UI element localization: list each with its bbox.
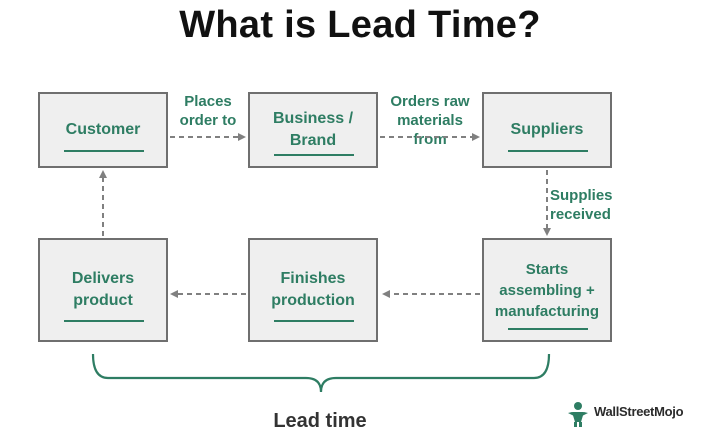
- supplies-received-label: Supplies received: [550, 187, 613, 223]
- business-underline: [274, 154, 354, 156]
- delivers-box: Delivers product: [38, 238, 168, 342]
- assembling-box: Starts assembling + manufacturing: [482, 238, 612, 342]
- suppliers-underline: [508, 150, 588, 152]
- assembling-label: Starts assembling + manufacturing: [494, 260, 600, 320]
- business-box: Business / Brand: [248, 92, 378, 168]
- logo-text: WallStreetMojo: [594, 403, 684, 419]
- suppliers-label: Suppliers: [510, 121, 584, 138]
- finishes-label: Finishes production: [271, 270, 355, 309]
- logo-icon-spacer: [566, 398, 588, 424]
- finishes-box: Finishes production: [248, 238, 378, 342]
- orders-raw-label: Orders raw materials from: [390, 93, 470, 148]
- delivers-underline: [64, 320, 144, 322]
- places-order-label: Places order to: [179, 93, 237, 129]
- lead-time-label: Lead time: [273, 410, 367, 432]
- mojo-figure-icon: [568, 402, 588, 427]
- suppliers-box: Suppliers: [482, 92, 612, 168]
- wallstreetmojo-logo: WallStreetMojo: [566, 398, 684, 424]
- delivers-label: Delivers product: [71, 270, 135, 309]
- business-label: Business / Brand: [272, 110, 354, 149]
- customer-underline: [64, 150, 144, 152]
- customer-box: Customer: [38, 92, 168, 168]
- customer-label: Customer: [65, 121, 141, 138]
- lead-time-bracket: [91, 353, 551, 393]
- page-title: What is Lead Time?: [179, 4, 541, 46]
- finishes-underline: [274, 320, 354, 322]
- assembling-underline: [508, 328, 588, 330]
